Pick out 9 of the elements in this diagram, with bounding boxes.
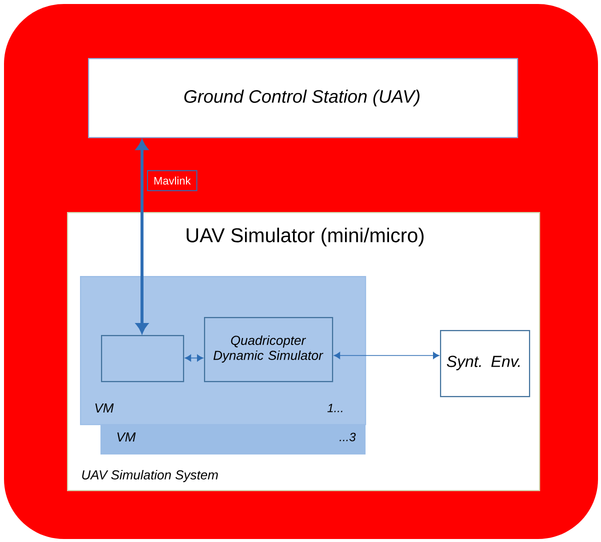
station-box: Ground Control Station (UAV) <box>88 58 518 138</box>
arrow <box>136 140 148 334</box>
module-box <box>101 335 184 382</box>
module-box: Quadricopter Dynamic Simulator <box>204 317 334 382</box>
arrow <box>334 352 440 360</box>
vm-panel: VM ...3 <box>100 423 366 455</box>
arrow <box>184 354 204 362</box>
edge-label: Mavlink <box>147 170 198 192</box>
module-box: Synt. Env. <box>440 330 530 398</box>
